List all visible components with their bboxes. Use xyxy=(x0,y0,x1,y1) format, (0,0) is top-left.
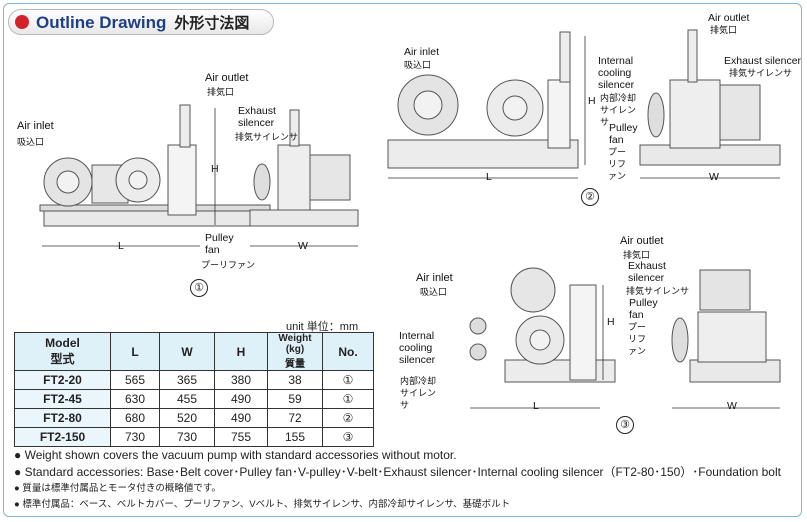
cell-h: 490 xyxy=(214,408,268,428)
d3-pulley-fan-label: Pulley fan xyxy=(629,297,658,321)
title-banner xyxy=(8,9,274,35)
cell-w: 455 xyxy=(159,389,215,409)
d2-internal-cooling-jp: 内部冷却サイレンサ xyxy=(600,93,637,127)
d3-air-outlet-jp: 排気口 xyxy=(623,250,651,260)
d3-dim-h: H xyxy=(607,316,615,328)
d3-internal-cooling-jp: 内部冷却サイレンサ xyxy=(400,376,437,410)
d1-pulley-fan-label: Pulley fan xyxy=(205,232,234,256)
drawing3-end-view xyxy=(671,269,781,383)
cell-l: 565 xyxy=(110,370,160,390)
d2-exhaust-silencer-label: Exhaust silencer xyxy=(724,55,802,67)
cell-no: ③ xyxy=(322,427,374,447)
d2-air-outlet-jp: 排気口 xyxy=(710,25,738,35)
cell-h: 755 xyxy=(214,427,268,447)
d1-air-outlet-jp: 排気口 xyxy=(207,87,235,97)
d2-air-outlet-label: Air outlet xyxy=(708,12,750,24)
d1-pulley-fan-jp: プーリファン xyxy=(201,260,256,270)
col-header-no: No. xyxy=(322,332,374,371)
cell-w: 365 xyxy=(159,370,215,390)
d1-number: ① xyxy=(190,279,208,297)
note-weight-jp: ● 質量は標準付属品とモータ付きの概略値です。 xyxy=(14,483,221,494)
unit-label: unit 単位：mm xyxy=(286,321,359,333)
drawing1-end-view xyxy=(249,109,359,227)
d3-exhaust-silencer-jp: 排気サイレンサ xyxy=(626,286,690,296)
d2-air-inlet-label: Air inlet xyxy=(404,46,440,58)
col-header-weight: Weight (kg)質量 xyxy=(267,332,323,371)
note-accessories-jp: ● 標準付属品：ベース、ベルトカバー、プーリファン、Vベルト、排気サイレンサ、内… xyxy=(14,499,511,510)
d1-dim-h: H xyxy=(211,163,219,175)
d2-internal-cooling-label: Internal cooling silencer xyxy=(598,55,635,91)
cell-weight: 59 xyxy=(267,389,323,409)
d1-exhaust-silencer-label: Exhaust silencer xyxy=(238,105,276,129)
table-row: FT2-20 565 365 380 38 ① xyxy=(14,370,374,390)
d3-air-inlet-jp: 吸込口 xyxy=(420,287,448,297)
table-row: FT2-80 680 520 490 72 ② xyxy=(14,408,374,428)
table-row: FT2-150 730 730 755 155 ③ xyxy=(14,427,374,447)
cell-model: FT2-80 xyxy=(14,408,111,428)
d3-air-outlet-label: Air outlet xyxy=(620,235,664,247)
cell-weight: 72 xyxy=(267,408,323,428)
d3-pulley-fan-jp: プーリファン xyxy=(628,322,647,356)
cell-h: 490 xyxy=(214,389,268,409)
d2-pulley-fan-label: Pulley fan xyxy=(609,122,638,146)
d3-dim-w: W xyxy=(727,400,737,412)
cell-weight: 38 xyxy=(267,370,323,390)
cell-h: 380 xyxy=(214,370,268,390)
d1-exhaust-silencer-jp: 排気サイレンサ xyxy=(235,132,299,142)
d2-dim-w: W xyxy=(709,171,719,183)
drawing3-side-view xyxy=(469,267,616,383)
d1-air-inlet-label: Air inlet xyxy=(17,120,54,132)
cell-model: FT2-45 xyxy=(14,389,111,409)
col-header-h: H xyxy=(214,332,268,371)
notes: ● Weight shown covers the vacuum pump wi… xyxy=(14,447,781,513)
d2-pulley-fan-jp: プーリファン xyxy=(608,147,627,181)
cell-w: 520 xyxy=(159,408,215,428)
d2-dim-l: L xyxy=(486,171,492,183)
d3-internal-cooling-label: Internal cooling silencer xyxy=(399,330,436,366)
d2-dim-h: H xyxy=(588,95,596,107)
cell-w: 730 xyxy=(159,427,215,447)
drawing2-end-view xyxy=(639,29,781,166)
cell-no: ① xyxy=(322,389,374,409)
drawing1-side-view xyxy=(39,104,271,227)
cell-l: 730 xyxy=(110,427,160,447)
d3-number: ③ xyxy=(616,416,634,434)
note-accessories: ● Standard accessories: Base･Belt cover･… xyxy=(14,465,781,479)
d1-dim-l: L xyxy=(118,240,124,252)
d1-dim-w: W xyxy=(298,240,308,252)
cell-l: 680 xyxy=(110,408,160,428)
table-row: FT2-45 630 455 490 59 ① xyxy=(14,389,374,409)
d2-exhaust-silencer-jp: 排気サイレンサ xyxy=(729,68,793,78)
col-header-l: L xyxy=(110,332,160,371)
drawing2-side-view xyxy=(387,31,579,169)
d2-air-inlet-jp: 吸込口 xyxy=(404,60,432,70)
page-frame xyxy=(3,3,802,517)
col-header-w: W xyxy=(159,332,215,371)
cell-weight: 155 xyxy=(267,427,323,447)
cell-model: FT2-20 xyxy=(14,370,111,390)
cell-l: 630 xyxy=(110,389,160,409)
cell-no: ① xyxy=(322,370,374,390)
d2-number: ② xyxy=(581,188,599,206)
cell-no: ② xyxy=(322,408,374,428)
cell-model: FT2-150 xyxy=(14,427,111,447)
d1-air-outlet-label: Air outlet xyxy=(205,72,249,84)
d3-air-inlet-label: Air inlet xyxy=(416,272,453,284)
d3-exhaust-silencer-label: Exhaust silencer xyxy=(628,260,666,284)
d1-air-inlet-jp: 吸込口 xyxy=(17,137,45,147)
d3-dim-l: L xyxy=(533,400,539,412)
note-weight: ● Weight shown covers the vacuum pump wi… xyxy=(14,448,457,462)
bullet-dot-icon xyxy=(15,15,29,29)
